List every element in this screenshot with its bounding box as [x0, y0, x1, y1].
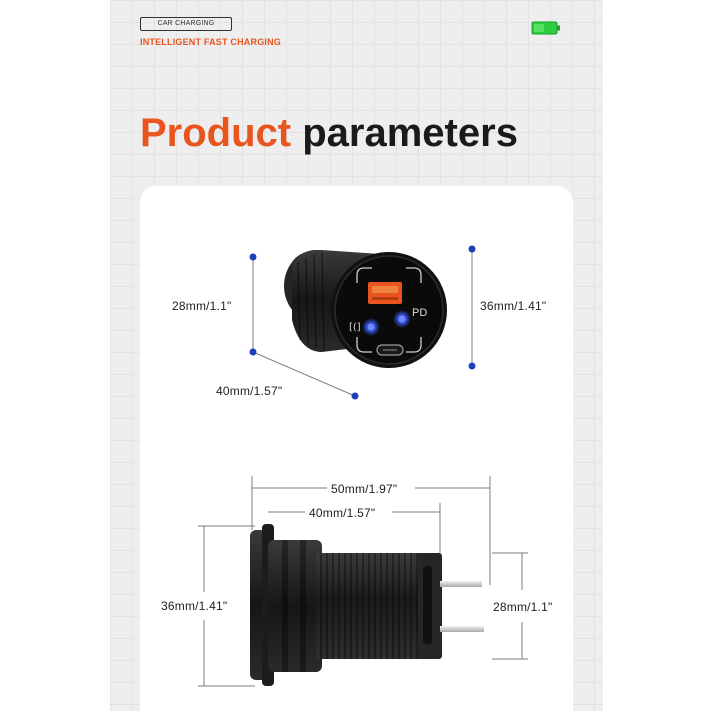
socket-face-view: [(]: [284, 250, 447, 368]
page-title: Product parameters: [140, 108, 580, 158]
pd-label: PD: [412, 307, 427, 319]
category-tag: CAR CHARGING: [140, 17, 232, 31]
subtitle: INTELLIGENT FAST CHARGING: [140, 37, 281, 47]
title-accent: Product: [140, 111, 292, 155]
body-length-label: 40mm/1.57": [309, 506, 376, 520]
title-rest: parameters: [302, 111, 518, 155]
width-label-top: 40mm/1.57": [216, 384, 283, 398]
flange-height-label: 36mm/1.41": [161, 599, 228, 613]
dimension-lines-top: [252, 249, 473, 397]
height-label-top: 28mm/1.1": [172, 299, 232, 313]
total-length-label: 50mm/1.97": [331, 482, 398, 496]
dimension-lines-side: [198, 476, 528, 687]
body-height-label: 28mm/1.1": [493, 600, 553, 614]
product-drawing: [(] PD: [198, 245, 528, 687]
quick-charge-icon: [(]: [349, 322, 361, 333]
socket-side-view: [250, 524, 484, 686]
depth-label-top: 36mm/1.41": [480, 299, 547, 313]
battery-full-icon: [531, 21, 560, 35]
dimension-markers: [249, 245, 476, 400]
